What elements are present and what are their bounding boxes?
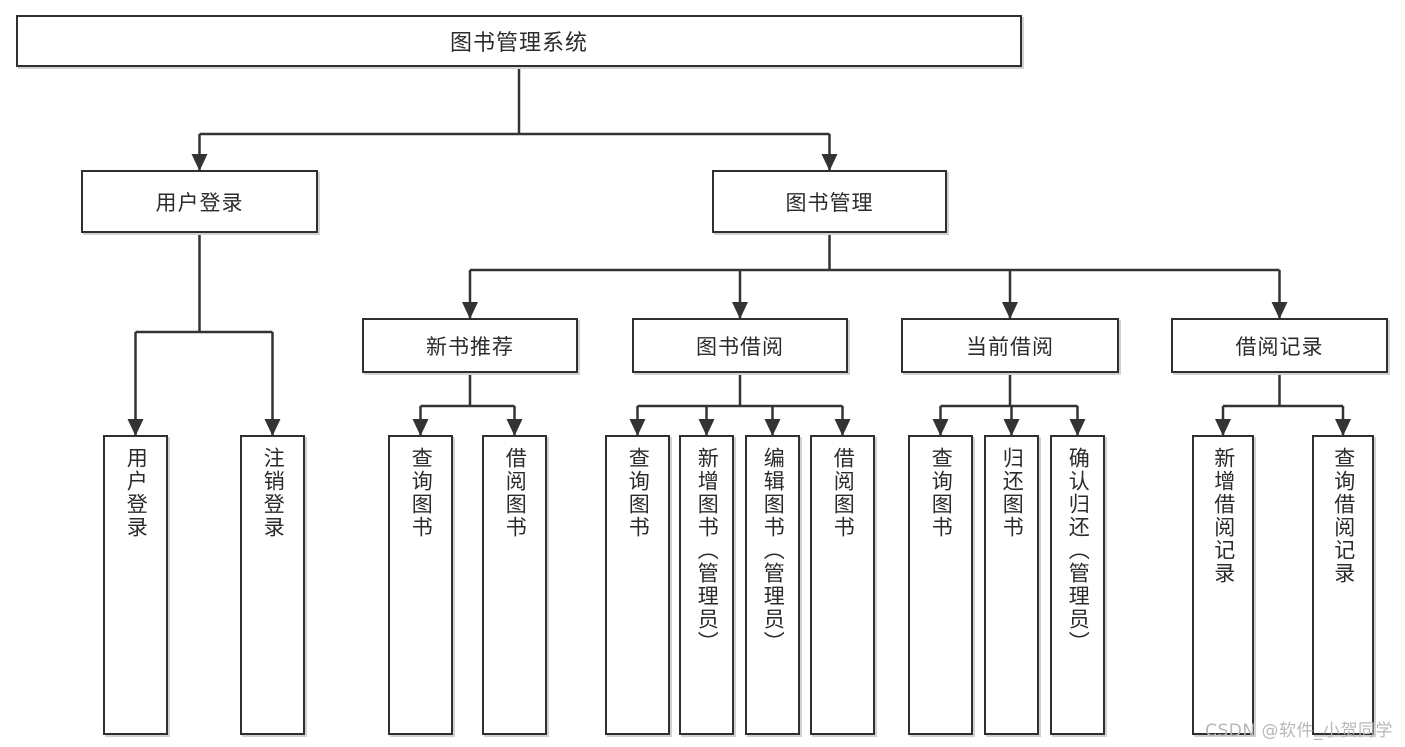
node-label: 注销登录 bbox=[261, 447, 286, 539]
arrow-head bbox=[764, 419, 781, 436]
arrow-head bbox=[732, 302, 748, 319]
arrow-head bbox=[264, 419, 281, 436]
arrow-head bbox=[834, 419, 851, 436]
node-leaf-rec-borrow[interactable]: 借阅图书 bbox=[482, 435, 547, 735]
watermark-label: CSDN @软件_小贺同学 bbox=[1205, 721, 1393, 741]
node-leaf-cb-return[interactable]: 归还图书 bbox=[984, 435, 1039, 735]
node-book-manage[interactable]: 图书管理 bbox=[712, 170, 947, 233]
node-label: 图书借阅 bbox=[696, 334, 784, 359]
node-label: 查询图书 bbox=[929, 447, 954, 539]
node-label: 确认归还（管理员） bbox=[1066, 447, 1091, 654]
node-label: 图书管理系统 bbox=[449, 31, 588, 56]
node-label: 当前借阅 bbox=[966, 334, 1054, 359]
node-label: 用户登录 bbox=[124, 447, 149, 539]
node-label: 归还图书 bbox=[1000, 447, 1025, 539]
node-label: 查询图书 bbox=[409, 447, 434, 539]
node-new-book-rec[interactable]: 新书推荐 bbox=[362, 318, 578, 373]
arrow-head bbox=[1215, 419, 1231, 436]
node-borrow-record[interactable]: 借阅记录 bbox=[1171, 318, 1388, 373]
node-leaf-user-login[interactable]: 用户登录 bbox=[103, 435, 168, 735]
node-label: 新增图书（管理员） bbox=[695, 447, 720, 654]
node-label: 编辑图书（管理员） bbox=[761, 447, 786, 654]
arrow-head bbox=[1069, 419, 1086, 436]
arrow-head bbox=[1003, 419, 1020, 436]
node-label: 借阅图书 bbox=[831, 447, 856, 539]
node-label: 借阅图书 bbox=[503, 447, 528, 539]
node-label: 查询借阅记录 bbox=[1331, 447, 1356, 585]
arrow-head bbox=[462, 302, 478, 319]
arrow-head bbox=[629, 419, 646, 436]
arrow-head bbox=[191, 154, 208, 171]
node-label: 新增借阅记录 bbox=[1211, 447, 1236, 585]
node-leaf-bb-query[interactable]: 查询图书 bbox=[605, 435, 670, 735]
node-label: 用户登录 bbox=[155, 190, 244, 215]
arrow-head bbox=[1002, 302, 1018, 319]
node-leaf-br-add[interactable]: 新增借阅记录 bbox=[1192, 435, 1254, 735]
node-current-borrow[interactable]: 当前借阅 bbox=[901, 318, 1119, 373]
node-leaf-bb-edit[interactable]: 编辑图书（管理员） bbox=[745, 435, 800, 735]
node-leaf-rec-query[interactable]: 查询图书 bbox=[388, 435, 453, 735]
node-user-login[interactable]: 用户登录 bbox=[81, 170, 318, 233]
arrow-head bbox=[932, 419, 949, 436]
arrow-head bbox=[1271, 302, 1288, 319]
node-leaf-user-logout[interactable]: 注销登录 bbox=[240, 435, 305, 735]
node-label: 图书管理 bbox=[785, 190, 874, 215]
node-leaf-cb-confirm[interactable]: 确认归还（管理员） bbox=[1050, 435, 1105, 735]
arrow-head bbox=[698, 419, 715, 436]
arrow-head bbox=[127, 419, 144, 436]
node-root[interactable]: 图书管理系统 bbox=[16, 15, 1022, 67]
node-leaf-cb-query[interactable]: 查询图书 bbox=[908, 435, 973, 735]
node-leaf-bb-add[interactable]: 新增图书（管理员） bbox=[679, 435, 734, 735]
arrow-head bbox=[412, 419, 429, 436]
arrow-head bbox=[506, 419, 523, 436]
node-leaf-br-query[interactable]: 查询借阅记录 bbox=[1312, 435, 1374, 735]
node-leaf-bb-borrow[interactable]: 借阅图书 bbox=[810, 435, 875, 735]
node-book-borrow[interactable]: 图书借阅 bbox=[632, 318, 848, 373]
node-label: 查询图书 bbox=[626, 447, 651, 539]
node-label: 借阅记录 bbox=[1235, 334, 1324, 359]
arrow-head bbox=[821, 154, 838, 171]
node-label: 新书推荐 bbox=[426, 334, 514, 359]
arrow-head bbox=[1335, 419, 1351, 436]
